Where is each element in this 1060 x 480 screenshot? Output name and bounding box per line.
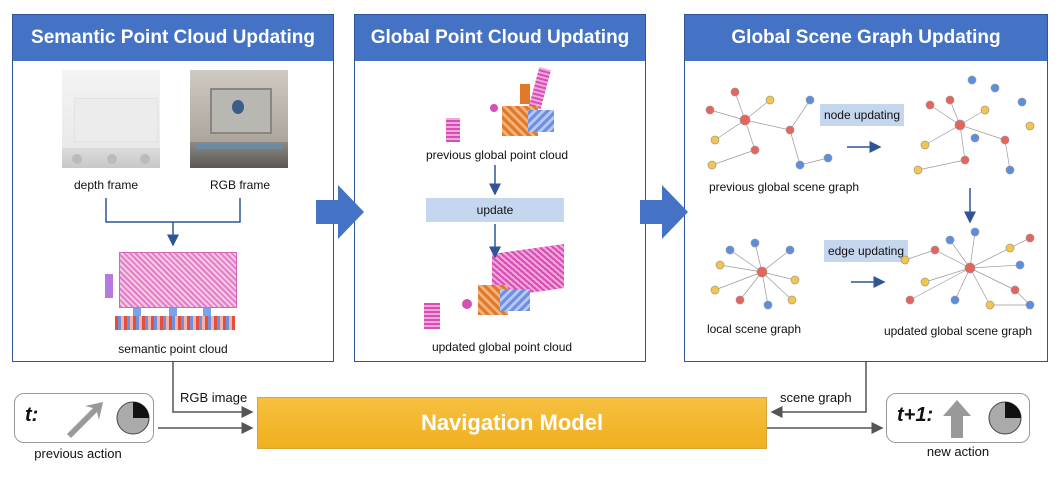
semantic-point-cloud-label: semantic point cloud	[118, 342, 228, 356]
rgb-image-connector	[172, 362, 254, 418]
local-scene-graph-label: local scene graph	[706, 322, 802, 336]
updated-global-point-cloud-image	[418, 243, 568, 333]
previous-action-caption: previous action	[34, 446, 122, 461]
previous-time-label: t:	[25, 404, 39, 426]
rgb-frame-label: RGB frame	[209, 178, 271, 192]
panel-title-semantic: Semantic Point Cloud Updating	[13, 15, 333, 61]
previous-global-point-cloud-image	[440, 66, 565, 144]
arrow-up-icon	[943, 400, 971, 438]
pie-progress-icon	[116, 401, 150, 435]
navigation-model-box: Navigation Model	[257, 397, 767, 449]
updated-scene-graph	[900, 227, 1035, 310]
arrow-up-right-icon	[67, 402, 103, 438]
edge-updating-label: edge updating	[827, 244, 905, 258]
updated-global-point-cloud-label: updated global point cloud	[431, 340, 573, 354]
big-arrow-2-icon	[640, 185, 688, 239]
edge-updating-box: edge updating	[824, 240, 908, 262]
depth-frame-label: depth frame	[73, 178, 139, 192]
node-updating-label: node updating	[823, 108, 901, 122]
local-scene-graph	[710, 238, 800, 310]
previous-scene-graph-label: previous global scene graph	[708, 180, 860, 194]
node-updating-box: node updating	[820, 104, 904, 126]
previous-scene-graph	[705, 87, 833, 170]
rgb-frame-image	[190, 70, 288, 168]
pie-progress-icon	[988, 401, 1022, 435]
update-step-label: update	[476, 203, 514, 217]
rgb-image-label: RGB image	[180, 390, 248, 405]
previous-action-box: t:	[14, 393, 154, 443]
node-updated-scene-graph	[913, 75, 1035, 175]
previous-global-point-cloud-label: previous global point cloud	[425, 148, 569, 162]
panel-title-graph: Global Scene Graph Updating	[685, 15, 1047, 61]
depth-frame-image	[62, 70, 160, 168]
new-action-caption: new action	[926, 444, 990, 459]
scene-graph-label: scene graph	[780, 390, 852, 405]
big-arrow-1-icon	[316, 185, 364, 239]
panel-title-global: Global Point Cloud Updating	[355, 15, 645, 61]
updated-scene-graph-label: updated global scene graph	[883, 324, 1033, 338]
update-step-box: update	[426, 198, 564, 222]
scene-graph-connector	[770, 362, 867, 418]
navigation-model-label: Navigation Model	[420, 410, 604, 435]
semantic-point-cloud-image	[105, 250, 240, 336]
new-action-box: t+1:	[886, 393, 1030, 443]
new-time-label: t+1:	[897, 404, 934, 426]
frame-merge-connector	[105, 198, 241, 247]
